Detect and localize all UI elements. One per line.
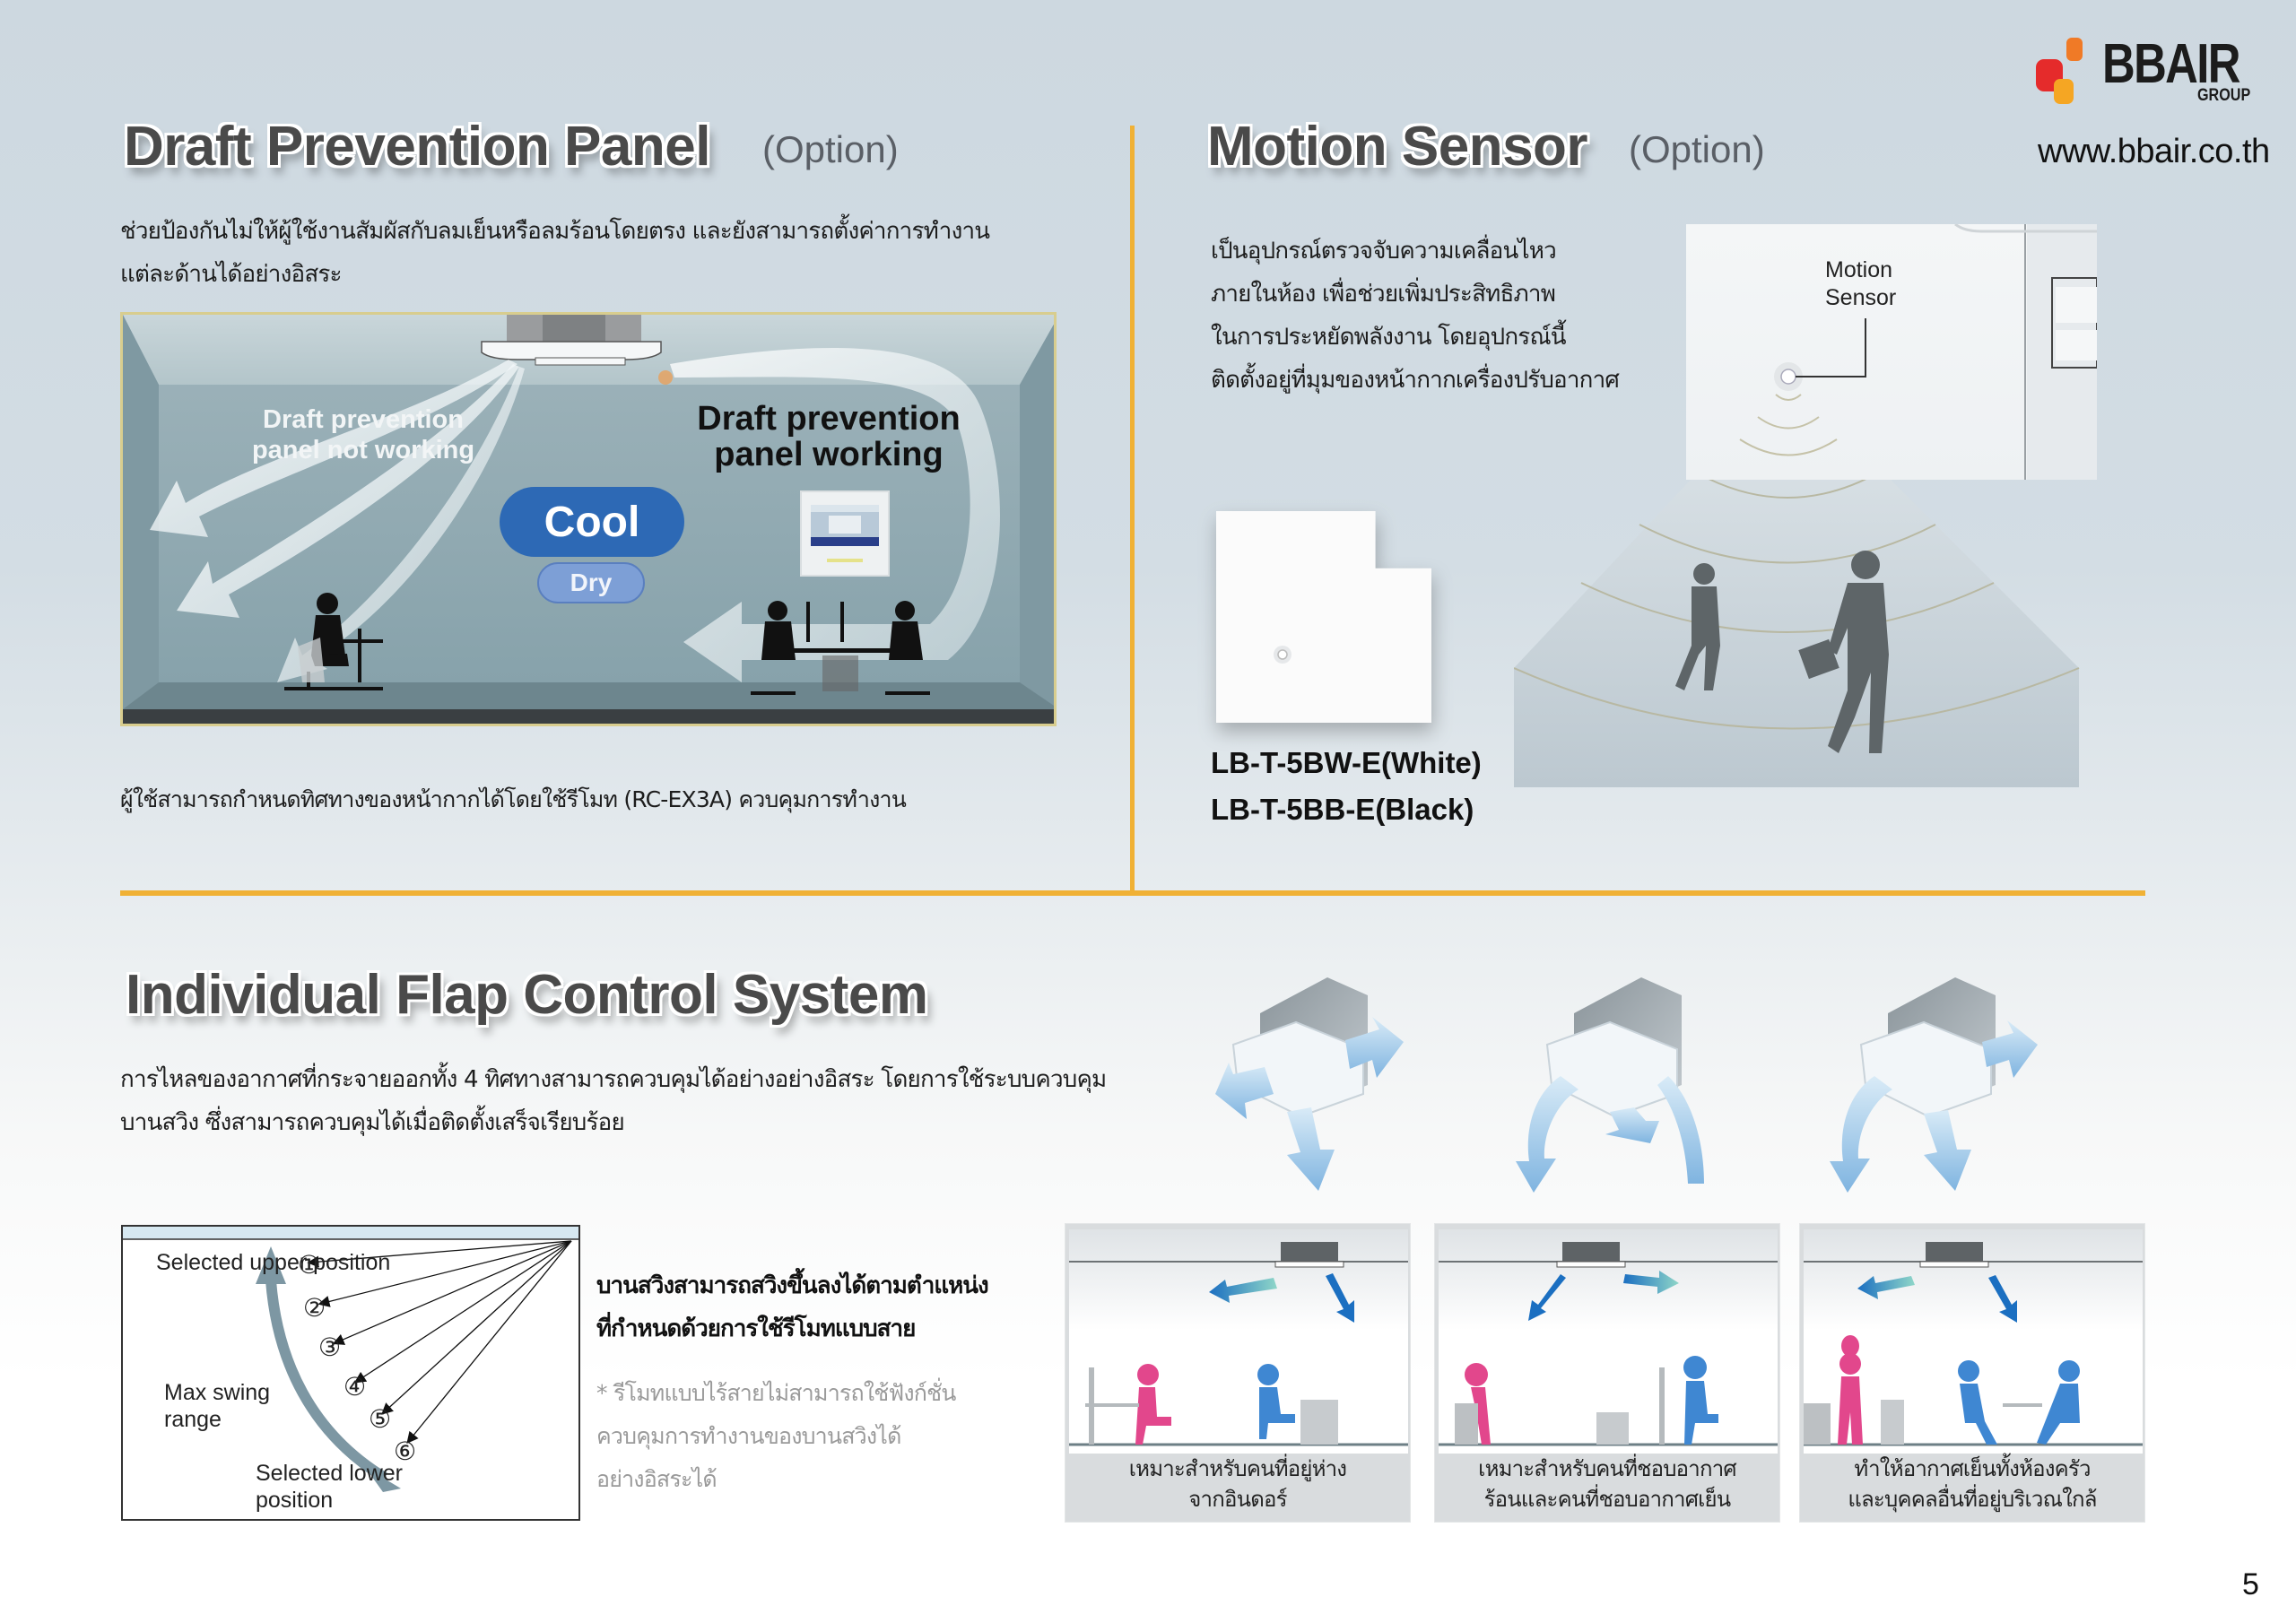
caption-line: ทำให้อากาศเย็นทั้งห้องครัว bbox=[1854, 1456, 2091, 1481]
flap-swing-diagram: Selected upper position Max swing range … bbox=[121, 1225, 580, 1521]
floor bbox=[123, 682, 1054, 709]
people-silhouette-right bbox=[751, 601, 930, 695]
swing-range-arc bbox=[265, 1280, 388, 1483]
description-line: การไหลของอากาศที่กระจายออกทั้ง 4 ทิศทางส… bbox=[120, 1066, 1107, 1093]
motion-sensor-title: Motion Sensor bbox=[1207, 116, 1588, 178]
section-divider-vertical bbox=[1130, 126, 1135, 892]
note-line: ควบคุมการทำงานของบานสวิงได้ bbox=[596, 1423, 901, 1449]
cook-icon bbox=[1838, 1335, 1863, 1445]
scene-caption: ทำให้อากาศเย็นทั้งห้องครัว และบุคคลอื่นท… bbox=[1800, 1454, 2144, 1515]
flap-feature-description: บานสวิงสามารถสวิงขึ้นลงได้ตามตำแหน่ง ที่… bbox=[596, 1264, 989, 1350]
flap-control-title: Individual Flap Control System bbox=[126, 964, 928, 1026]
flap-position-arrows bbox=[307, 1240, 572, 1445]
draft-room-illustration: Draft prevention panel not working Draft… bbox=[120, 312, 1057, 726]
note-line: อย่างอิสระได้ bbox=[596, 1466, 718, 1492]
draft-panel-description: ช่วยป้องกันไม่ให้ผู้ใช้งานสัมผัสกับลมเย็… bbox=[120, 210, 990, 296]
model-white: LB-T-5BW-E(White) bbox=[1211, 746, 1482, 779]
caption-line: เหมาะสำหรับคนที่ชอบอากาศ bbox=[1478, 1456, 1736, 1481]
mode-dry-badge: Dry bbox=[537, 562, 645, 603]
draft-panel-caption: ผู้ใช้สามารถกำหนดทิศทางของหน้ากากได้โดยใ… bbox=[120, 786, 907, 812]
flap-feature-note: * รีโมทแบบไร้สายไม่สามารถใช้ฟังก์ชั่น คว… bbox=[596, 1372, 956, 1501]
flap-control-description: การไหลของอากาศที่กระจายออกทั้ง 4 ทิศทางส… bbox=[120, 1058, 1107, 1144]
lower-position-label: Selected lower position bbox=[256, 1461, 403, 1513]
feature-line: บานสวิงสามารถสวิงขึ้นลงได้ตามตำแหน่ง bbox=[596, 1272, 989, 1299]
cassette-unit-3 bbox=[1830, 977, 2038, 1193]
logo-text: BBAIR bbox=[2102, 33, 2240, 95]
cassette-unit-1 bbox=[1215, 977, 1404, 1191]
draft-arrow-1 bbox=[150, 360, 517, 537]
sensor-glow bbox=[658, 370, 673, 385]
label-not-working: Draft prevention panel not working bbox=[251, 405, 475, 464]
description-line: ในการประหยัดพลังงาน โดยอุปกรณ์นี้ bbox=[1211, 324, 1567, 351]
description-line: ช่วยป้องกันไม่ให้ผู้ใช้งานสัมผัสกับลมเย็… bbox=[120, 218, 990, 245]
description-line: บานสวิง ซึ่งสามารถควบคุมได้เมื่อติดตั้งเ… bbox=[120, 1109, 625, 1136]
position-1-marker: ① bbox=[298, 1251, 321, 1279]
position-5-marker: ⑤ bbox=[369, 1405, 392, 1433]
wired-remote-icon bbox=[800, 490, 890, 577]
lbt-sensor-panel-photo bbox=[1216, 511, 1431, 723]
hot-person-icon bbox=[1135, 1364, 1171, 1445]
scene-card-hot-and-cold: เหมาะสำหรับคนที่ชอบอากาศ ร้อนและคนที่ชอบ… bbox=[1434, 1223, 1780, 1523]
position-6-marker: ⑥ bbox=[394, 1437, 417, 1465]
motion-sensor-option-label: (Option) bbox=[1629, 128, 1765, 170]
page-number: 5 bbox=[2242, 1567, 2259, 1601]
cassette-unit-2 bbox=[1516, 977, 1704, 1193]
diners-icon bbox=[1958, 1360, 2080, 1445]
draft-panel-title: Draft Prevention Panel bbox=[124, 116, 710, 178]
draft-panel-option-label: (Option) bbox=[762, 128, 899, 170]
bbair-logo-icon bbox=[2036, 38, 2083, 104]
cold-person-icon bbox=[1683, 1356, 1718, 1445]
scene-caption: เหมาะสำหรับคนที่ชอบอากาศ ร้อนและคนที่ชอบ… bbox=[1435, 1454, 1779, 1515]
draft-arrow-working bbox=[670, 347, 1000, 682]
chair bbox=[298, 638, 325, 682]
caption-line: และบุคคลอื่นที่อยู่บริเวณใกล้ bbox=[1848, 1487, 2097, 1512]
feature-line: ที่กำหนดด้วยการใช้รีโมทแบบสาย bbox=[596, 1315, 916, 1342]
description-line: เป็นอุปกรณ์ตรวจจับความเคลื่อนไหว bbox=[1211, 238, 1557, 265]
motion-sensor-callout: Motion Sensor bbox=[1825, 257, 1897, 310]
draft-arrow-2 bbox=[177, 364, 519, 618]
position-3-marker: ③ bbox=[318, 1333, 342, 1361]
label-working: Draft prevention panel working bbox=[697, 400, 961, 473]
walking-people-silhouettes bbox=[1675, 551, 1889, 753]
hot-person-icon bbox=[1465, 1363, 1491, 1445]
mode-cool-badge: Cool bbox=[500, 487, 684, 557]
section-divider-horizontal bbox=[120, 890, 2145, 896]
logo-subtext: GROUP bbox=[2197, 86, 2251, 105]
motion-sensor-description: เป็นอุปกรณ์ตรวจจับความเคลื่อนไหว ภายในห้… bbox=[1211, 230, 1620, 402]
comfortable-person-icon bbox=[1257, 1364, 1295, 1439]
position-4-marker: ④ bbox=[344, 1373, 367, 1401]
cassette-airflow-illustrations bbox=[1215, 977, 2038, 1193]
position-2-marker: ② bbox=[303, 1294, 326, 1322]
website-link[interactable]: www.bbair.co.th bbox=[2038, 133, 2270, 170]
description-line: ติดตั้งอยู่ที่มุมของหน้ากากเครื่องปรับอา… bbox=[1211, 367, 1620, 394]
caption-line: ร้อนและคนที่ชอบอากาศเย็น bbox=[1483, 1487, 1732, 1512]
scene-card-kitchen: ทำให้อากาศเย็นทั้งห้องครัว และบุคคลอื่นท… bbox=[1799, 1223, 2145, 1523]
caption-line: จากอินดอร์ bbox=[1188, 1487, 1287, 1512]
upper-position-label: Selected upper position bbox=[156, 1250, 391, 1275]
left-wall bbox=[123, 315, 159, 709]
detection-zone-illustration bbox=[1514, 377, 2080, 787]
description-line: แต่ละด้านได้อย่างอิสระ bbox=[120, 261, 343, 288]
description-line: ภายในห้อง เพื่อช่วยเพิ่มประสิทธิภาพ bbox=[1211, 281, 1556, 308]
caption-line: เหมาะสำหรับคนที่อยู่ห่าง bbox=[1128, 1456, 1347, 1481]
sensor-closeup-photo bbox=[1686, 224, 2097, 480]
right-wall bbox=[1020, 324, 1054, 706]
ac-panel bbox=[481, 341, 662, 360]
scene-card-far-from-indoor: เหมาะสำหรับคนที่อยู่ห่าง จากอินดอร์ bbox=[1065, 1223, 1411, 1523]
model-black: LB-T-5BB-E(Black) bbox=[1211, 793, 1474, 826]
swing-range-label: Max swing range bbox=[164, 1380, 271, 1432]
note-line: * รีโมทแบบไร้สายไม่สามารถใช้ฟังก์ชั่น bbox=[596, 1380, 956, 1406]
scene-caption: เหมาะสำหรับคนที่อยู่ห่าง จากอินดอร์ bbox=[1065, 1454, 1410, 1515]
